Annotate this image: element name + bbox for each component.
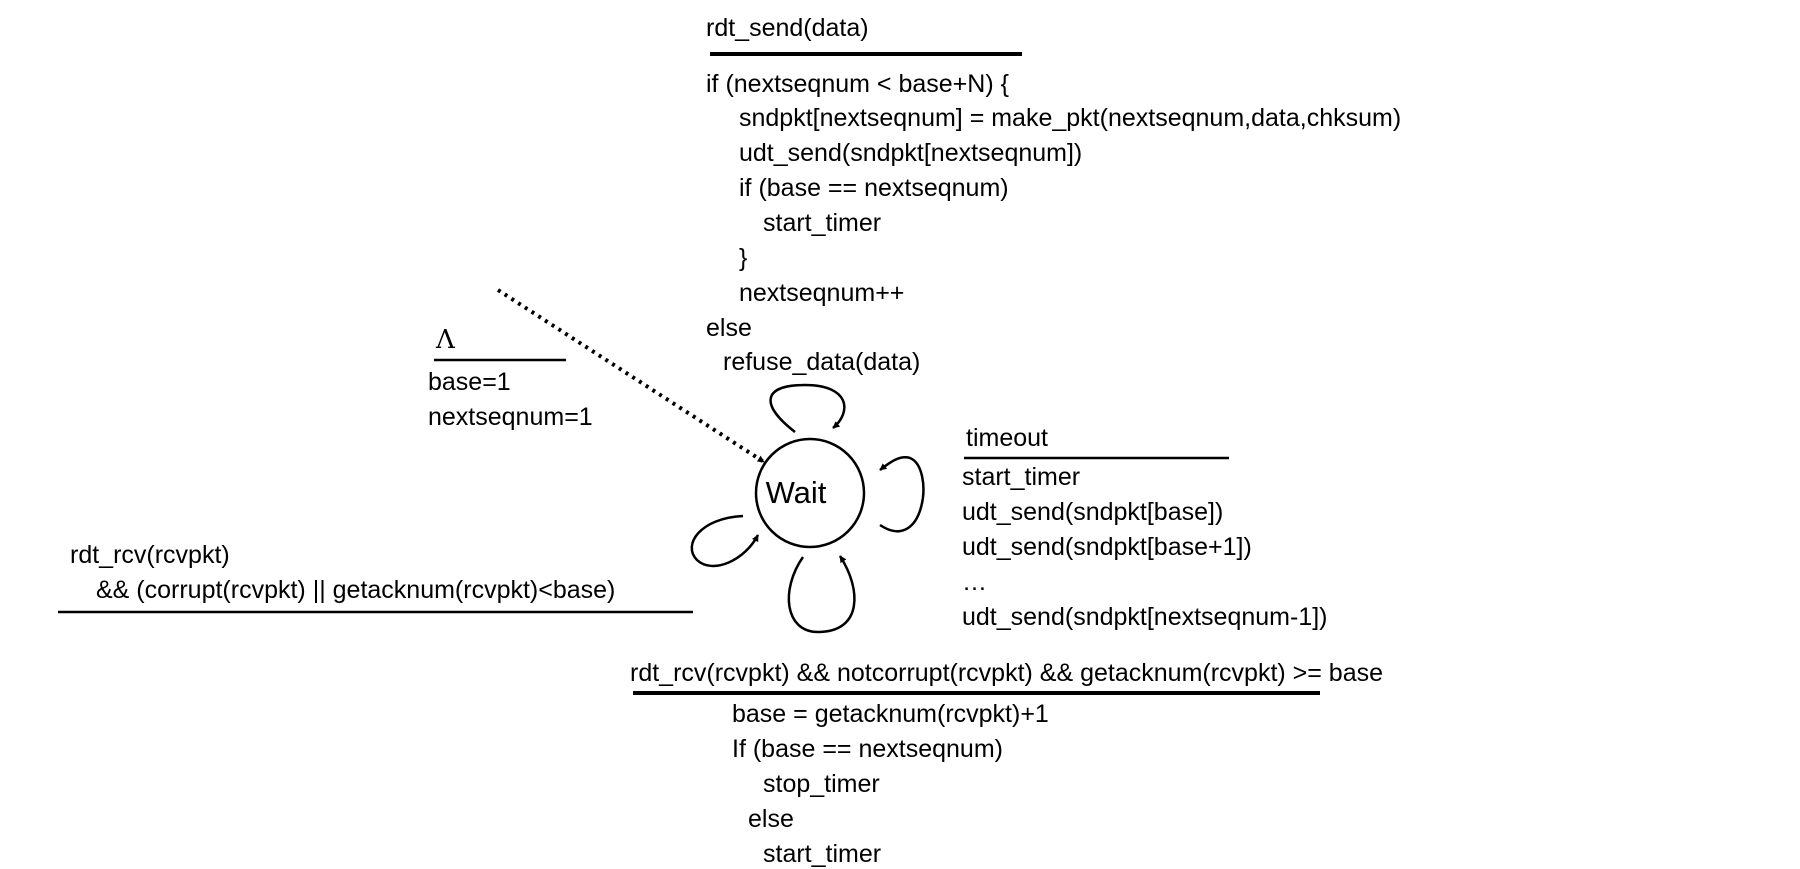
timeout-self-loop-arrow bbox=[879, 456, 925, 533]
wait-state-label: Wait bbox=[766, 475, 827, 510]
send-self-loop-arrow bbox=[769, 383, 846, 433]
ack-action-line: If (base == nextseqnum) bbox=[732, 735, 1003, 763]
send-action-line: } bbox=[739, 244, 747, 272]
ack-transition-label: rdt_rcv(rcvpkt) && notcorrupt(rcvpkt) &&… bbox=[630, 659, 1383, 868]
timeout-action-line: udt_send(sndpkt[base+1]) bbox=[962, 533, 1252, 561]
corrupt-event-line: && (corrupt(rcvpkt) || getacknum(rcvpkt)… bbox=[96, 576, 615, 604]
ack-action-line: else bbox=[748, 805, 794, 833]
wait-state: Wait bbox=[754, 437, 866, 549]
timeout-action-line: … bbox=[962, 568, 987, 596]
send-action-line: sndpkt[nextseqnum] = make_pkt(nextseqnum… bbox=[739, 104, 1401, 132]
send-action-line: start_timer bbox=[763, 209, 881, 237]
wait-state-circle bbox=[754, 437, 866, 549]
ack-action-line: start_timer bbox=[763, 840, 881, 868]
send-action-line: udt_send(sndpkt[nextseqnum]) bbox=[739, 139, 1082, 167]
lambda-event-text: Λ bbox=[435, 325, 456, 355]
timeout-action-line: start_timer bbox=[962, 463, 1080, 491]
send-event-text: rdt_send(data) bbox=[706, 14, 869, 42]
send-action-line: refuse_data(data) bbox=[723, 348, 920, 376]
send-action-line: else bbox=[706, 314, 752, 342]
timeout-action-line: udt_send(sndpkt[base]) bbox=[962, 498, 1223, 526]
timeout-action-line: udt_send(sndpkt[nextseqnum-1]) bbox=[962, 603, 1328, 631]
timeout-event-text: timeout bbox=[966, 424, 1048, 452]
send-transition-label: rdt_send(data) if (nextseqnum < base+N) … bbox=[706, 14, 1401, 376]
corrupt-self-loop-arrow bbox=[690, 514, 760, 568]
send-action-line: if (base == nextseqnum) bbox=[739, 174, 1009, 202]
corrupt-transition-label: rdt_rcv(rcvpkt) && (corrupt(rcvpkt) || g… bbox=[58, 541, 693, 614]
timeout-transition-label: timeout start_timer udt_send(sndpkt[base… bbox=[962, 424, 1328, 631]
init-transition-label: Λ base=1 nextseqnum=1 bbox=[428, 325, 593, 431]
send-action-line: nextseqnum++ bbox=[739, 279, 904, 307]
ack-self-loop-arrow bbox=[787, 555, 856, 634]
init-action-line: base=1 bbox=[428, 368, 511, 396]
init-action-line: nextseqnum=1 bbox=[428, 403, 593, 431]
corrupt-event-line: rdt_rcv(rcvpkt) bbox=[70, 541, 230, 569]
send-action-line: if (nextseqnum < base+N) { bbox=[706, 70, 1009, 98]
ack-event-text: rdt_rcv(rcvpkt) && notcorrupt(rcvpkt) &&… bbox=[630, 659, 1383, 687]
ack-action-line: base = getacknum(rcvpkt)+1 bbox=[732, 700, 1049, 728]
ack-action-line: stop_timer bbox=[763, 770, 880, 798]
